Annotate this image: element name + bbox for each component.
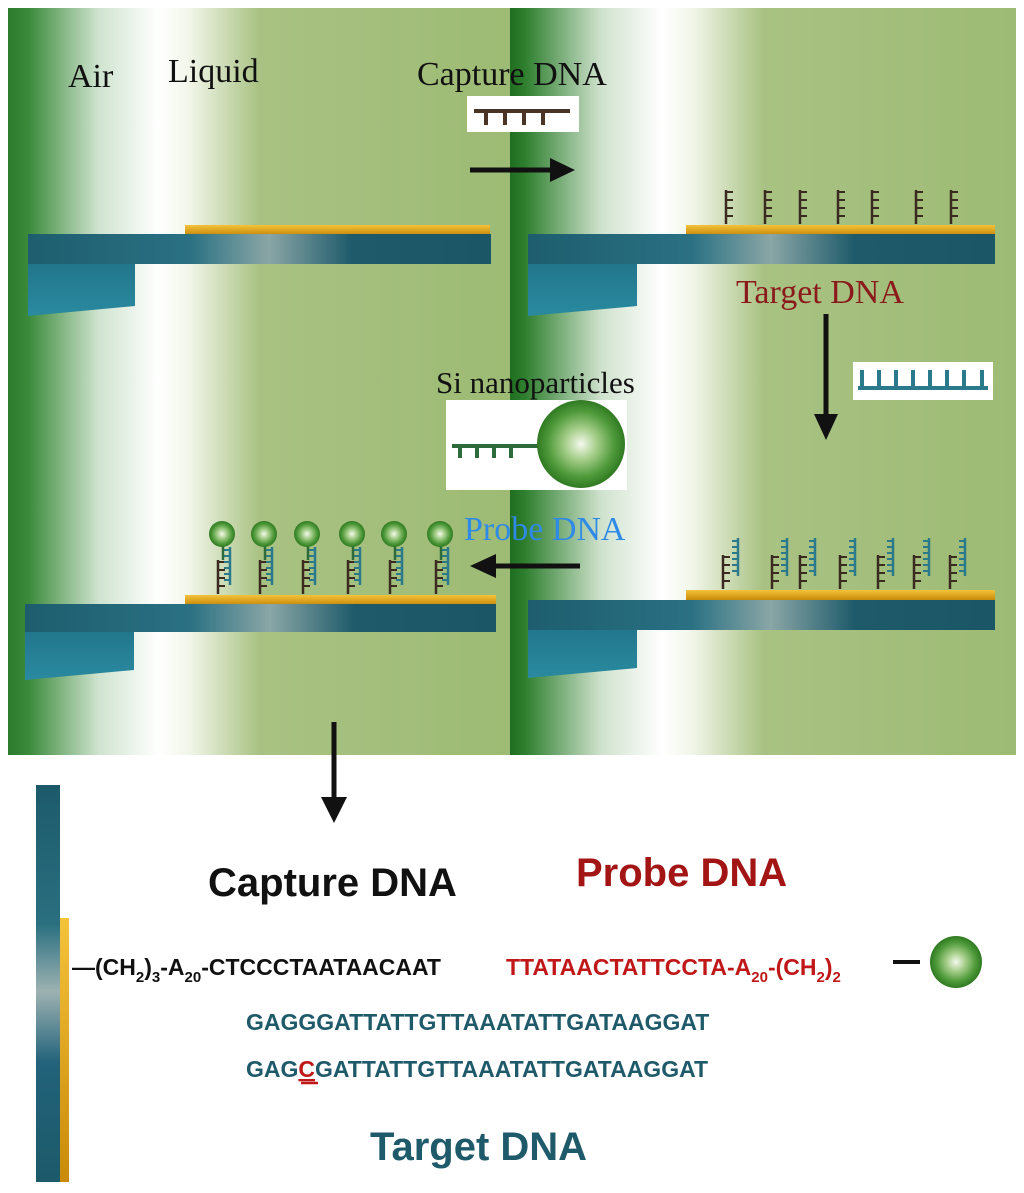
capture-strand: [836, 190, 845, 224]
cantilever-step3: [528, 590, 995, 678]
bound-nanoparticle: [339, 521, 365, 547]
target-strand: [266, 547, 274, 585]
cantilever-step2: [528, 225, 995, 316]
capture-strand: [346, 560, 355, 594]
hybrid-strands-step3: [721, 538, 967, 589]
detail-capture-title: Capture DNA: [208, 861, 457, 905]
capture-dna-label: Capture DNA: [417, 56, 607, 93]
capture-strand: [721, 555, 730, 589]
target-sequence-1: GAGGGATTATTGTTAAATATTGATAAGGAT: [246, 1009, 709, 1035]
capture-strand: [724, 190, 733, 224]
capture-sequence: —(CH2)3-A20-CTCCCTAATAACAAT: [72, 954, 441, 986]
bound-nanoparticle: [427, 521, 453, 547]
bound-nanoparticle: [381, 521, 407, 547]
target-strand: [396, 547, 404, 585]
cantilever-step1: [28, 225, 491, 316]
target-strand: [849, 538, 857, 576]
arrows: [321, 158, 838, 823]
capture-strand: [798, 555, 807, 589]
capture-strand: [763, 190, 772, 224]
detail-nanoparticle: [930, 936, 982, 988]
capture-strand: [948, 555, 957, 589]
target-strand: [781, 538, 789, 576]
si-nanoparticle-legend: [446, 400, 627, 490]
target-strand: [923, 538, 931, 576]
nanoparticle-icon: [537, 400, 625, 488]
target-strand: [887, 538, 895, 576]
detail-probe-title: Probe DNA: [576, 851, 787, 895]
capture-strand: [301, 560, 310, 594]
capture-strand: [258, 560, 267, 594]
capture-strand: [949, 190, 958, 224]
probe-dna-label: Probe DNA: [464, 511, 626, 548]
target-dna-legend: [853, 362, 993, 400]
si-nanoparticles-label: Si nanoparticles: [436, 365, 635, 400]
capture-strand: [388, 560, 397, 594]
target-sequence-2: GAGCGATTATTGTTAAATATTGATAAGGAT: [246, 1056, 708, 1082]
capture-dna-legend: [467, 96, 579, 132]
detail-cantilever-bar: [36, 785, 60, 1182]
detail-gold-layer: [60, 918, 69, 1182]
detail-target-title: Target DNA: [370, 1125, 587, 1169]
capture-strand: [876, 555, 885, 589]
probe-strands-step4: [209, 521, 453, 594]
capture-strand: [216, 560, 225, 594]
mismatch-base: C: [298, 1056, 315, 1082]
capture-strand: [798, 190, 807, 224]
capture-strand: [434, 560, 443, 594]
air-label: Air: [68, 58, 114, 95]
capture-strand: [870, 190, 879, 224]
bound-nanoparticle: [209, 521, 235, 547]
cantilever-step4: [25, 595, 496, 680]
capture-strand: [912, 555, 921, 589]
target-strand: [354, 547, 362, 585]
probe-sequence: TTATAACTATTCCTA-A20-(CH2)2: [506, 954, 841, 986]
capture-strand: [770, 555, 779, 589]
target-strand: [309, 547, 317, 585]
liquid-label: Liquid: [168, 53, 259, 90]
target-dna-label: Target DNA: [736, 274, 904, 311]
capture-strand: [914, 190, 923, 224]
bound-nanoparticle: [251, 521, 277, 547]
target-strand: [732, 538, 740, 576]
target-strand: [809, 538, 817, 576]
target-strand: [959, 538, 967, 576]
detail-panel: [36, 785, 982, 1182]
bound-nanoparticle: [294, 521, 320, 547]
capture-strand: [838, 555, 847, 589]
capture-strands-step2: [724, 190, 958, 224]
target-strand: [442, 547, 450, 585]
target-strand: [224, 547, 232, 585]
